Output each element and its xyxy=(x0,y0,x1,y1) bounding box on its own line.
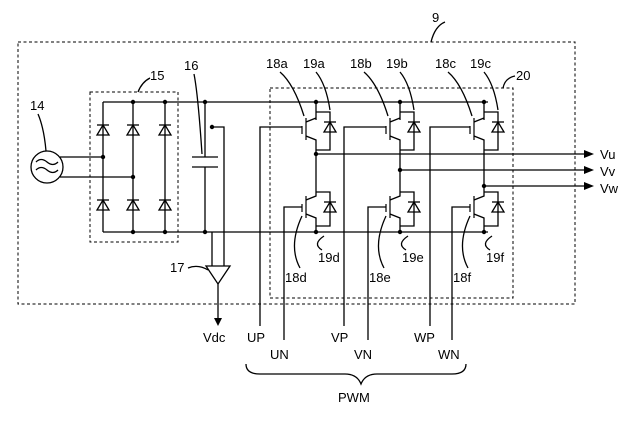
leader-diode-upper-w xyxy=(484,72,498,110)
label-switch-lower-w: 18f xyxy=(453,270,471,285)
ac-source-wave-2 xyxy=(36,168,58,173)
leader-inverter-device xyxy=(431,22,445,42)
label-voltage-sensor: 17 xyxy=(170,260,184,275)
output-label-u: Vu xyxy=(600,147,615,162)
leader-switch-lower-w xyxy=(462,216,470,268)
voltage-sensor xyxy=(206,266,230,284)
vdc-arrow xyxy=(214,318,222,326)
label-diode-lower-w: 19f xyxy=(486,250,504,265)
signal-un: UN xyxy=(270,347,289,362)
leader-diode-upper-v xyxy=(400,72,414,110)
ac-source xyxy=(31,151,63,183)
signal-vn: VN xyxy=(354,347,372,362)
signal-wp: WP xyxy=(414,330,435,345)
leader-switch-upper-w xyxy=(448,72,472,116)
label-switch-upper-u: 18a xyxy=(266,56,288,71)
gate-wire-wp xyxy=(430,127,470,326)
ac-source-wave-1 xyxy=(36,160,58,165)
leader-switch-lower-v xyxy=(378,216,386,268)
label-diode-lower-u: 19d xyxy=(318,250,340,265)
label-switch-upper-w: 18c xyxy=(435,56,456,71)
output-label-w: Vw xyxy=(600,181,619,196)
label-diode-upper-w: 19c xyxy=(470,56,491,71)
label-diode-upper-u: 19a xyxy=(303,56,325,71)
leader-voltage-sensor xyxy=(188,266,208,270)
leader-ac-source xyxy=(38,114,46,151)
signal-vdc: Vdc xyxy=(203,330,226,345)
leader-switch-upper-u xyxy=(280,72,304,116)
label-ac-source: 14 xyxy=(30,98,44,113)
leader-diode-lower-v xyxy=(401,236,408,250)
leader-diode-lower-u xyxy=(317,236,324,250)
signal-vp: VP xyxy=(331,330,348,345)
signal-pwm: PWM xyxy=(338,390,370,405)
label-switch-lower-u: 18d xyxy=(285,270,307,285)
label-switch-upper-v: 18b xyxy=(350,56,372,71)
sensor-wire-positive xyxy=(212,127,224,266)
output-arrow-u xyxy=(584,150,594,158)
label-capacitor: 16 xyxy=(184,58,198,73)
label-inverter-block: 20 xyxy=(516,68,530,83)
output-arrow-w xyxy=(584,182,594,190)
leader-switch-upper-v xyxy=(364,72,388,116)
pwm-brace xyxy=(246,364,466,384)
label-switch-lower-v: 18e xyxy=(369,270,391,285)
leader-diode-lower-w xyxy=(485,236,492,250)
rectifier-bridge xyxy=(97,100,171,234)
inverter-leg-w xyxy=(470,100,504,234)
label-inverter-device: 9 xyxy=(432,10,439,25)
signal-wn: WN xyxy=(438,347,460,362)
output-arrow-v xyxy=(584,166,594,174)
gate-wire-vp xyxy=(344,127,386,326)
signal-up: UP xyxy=(247,330,265,345)
leader-inverter-block xyxy=(503,76,515,88)
leader-diode-upper-u xyxy=(316,72,330,110)
inverter-leg-u xyxy=(302,100,336,234)
smoothing-capacitor xyxy=(192,100,218,234)
leader-rectifier xyxy=(138,78,150,92)
leader-switch-lower-u xyxy=(294,216,302,268)
label-rectifier: 15 xyxy=(150,68,164,83)
inverter-leg-v xyxy=(386,100,420,234)
gate-wire-up xyxy=(260,127,302,326)
output-label-v: Vv xyxy=(600,164,616,179)
leader-capacitor xyxy=(194,74,202,154)
label-diode-upper-v: 19b xyxy=(386,56,408,71)
label-diode-lower-v: 19e xyxy=(402,250,424,265)
